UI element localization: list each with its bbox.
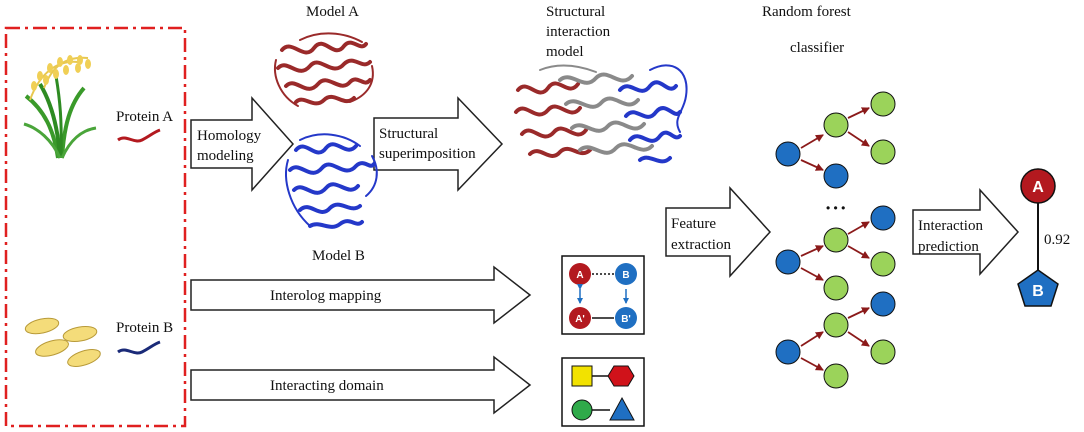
domain-box bbox=[561, 357, 645, 427]
interolog-node-b-prime: B' bbox=[621, 314, 631, 325]
structural-header-2: interaction bbox=[546, 24, 611, 40]
rf-header-1: Random forest bbox=[762, 4, 852, 20]
tree-3-node bbox=[870, 339, 896, 365]
tree-2-node bbox=[870, 251, 896, 277]
tree-3-node bbox=[775, 339, 801, 365]
input-frame bbox=[4, 26, 187, 428]
homology-label-2: modeling bbox=[197, 148, 254, 164]
rf-header-2: classifier bbox=[790, 40, 844, 56]
interolog-node-a-prime: A' bbox=[575, 314, 585, 325]
rice-plant-icon bbox=[23, 55, 97, 159]
trees-ellipsis: • • • bbox=[826, 201, 845, 215]
tree-1-node bbox=[775, 141, 801, 167]
decision-tree-2 bbox=[800, 221, 870, 281]
red-hexagon-icon bbox=[607, 365, 635, 387]
interolog-box: A B A' B' bbox=[561, 255, 645, 335]
result-node-b bbox=[1017, 269, 1059, 307]
protein-a-label: Protein A bbox=[116, 109, 173, 125]
feature-label-1: Feature bbox=[671, 216, 716, 232]
domain-label: Interacting domain bbox=[270, 378, 384, 394]
model-b-label: Model B bbox=[312, 248, 365, 264]
superimposition-label-2: superimposition bbox=[379, 146, 476, 162]
result-node-a bbox=[1020, 168, 1056, 204]
feature-label-2: extraction bbox=[671, 237, 731, 253]
tree-3-node bbox=[870, 291, 896, 317]
yellow-square-icon bbox=[571, 365, 593, 387]
homology-label-1: Homology bbox=[197, 128, 262, 144]
prediction-arrow bbox=[912, 188, 1020, 276]
tree-2-node bbox=[775, 249, 801, 275]
homology-arrow bbox=[190, 96, 295, 192]
tree-3-node bbox=[823, 363, 849, 389]
result-score: 0.92 bbox=[1044, 232, 1070, 248]
tree-1-node bbox=[823, 112, 849, 138]
protein-b-label: Protein B bbox=[116, 320, 173, 336]
interolog-label: Interolog mapping bbox=[270, 288, 382, 304]
model-a-label: Model A bbox=[306, 4, 359, 20]
green-circle-icon bbox=[571, 399, 593, 421]
interolog-arrow bbox=[190, 265, 532, 325]
superimposed-structure-image bbox=[514, 64, 688, 164]
protein-model-b-image bbox=[285, 133, 378, 229]
prediction-label-1: Interaction bbox=[918, 218, 983, 234]
decision-tree-1 bbox=[800, 107, 870, 171]
result-node-a-label: A bbox=[1032, 179, 1044, 196]
tree-1-node bbox=[823, 163, 849, 189]
result-node-b-label: B bbox=[1032, 283, 1044, 300]
structural-header-3: model bbox=[546, 44, 584, 60]
interolog-node-a: A bbox=[576, 270, 583, 281]
feature-arrow bbox=[665, 186, 772, 278]
interolog-node-b: B bbox=[622, 270, 629, 281]
tree-1-node bbox=[870, 91, 896, 117]
structural-header-1: Structural bbox=[546, 4, 605, 20]
tree-2-node bbox=[823, 227, 849, 253]
domain-arrow bbox=[190, 355, 532, 415]
superimposition-arrow bbox=[373, 96, 504, 192]
blue-triangle-icon bbox=[609, 396, 635, 421]
protein-model-a-image bbox=[274, 32, 374, 107]
tree-2-node bbox=[870, 205, 896, 231]
protein-b-squiggle bbox=[117, 340, 161, 355]
prediction-label-2: prediction bbox=[918, 239, 979, 255]
tree-3-node bbox=[823, 312, 849, 338]
spores-icon bbox=[24, 317, 101, 367]
superimposition-label-1: Structural bbox=[379, 126, 438, 142]
tree-2-node bbox=[823, 275, 849, 301]
protein-a-squiggle bbox=[117, 128, 161, 143]
tree-1-node bbox=[870, 139, 896, 165]
decision-tree-3 bbox=[800, 307, 870, 371]
